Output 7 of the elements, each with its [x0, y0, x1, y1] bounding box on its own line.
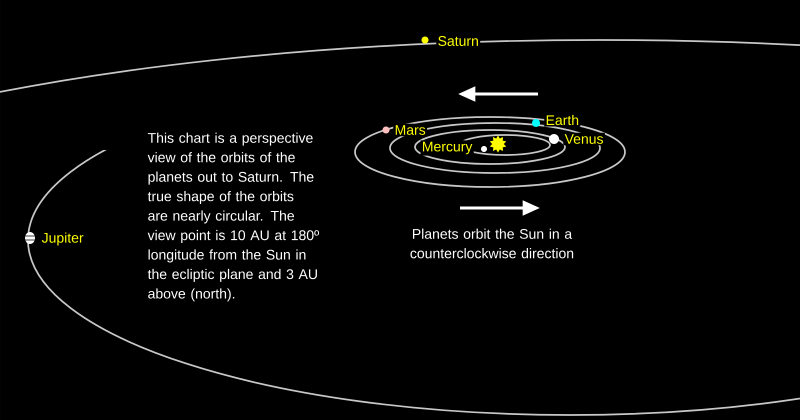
planet-label: Venus	[563, 132, 605, 146]
caption-text: Planets orbit the Sun in a counterclockwise direction	[410, 228, 574, 258]
planet-label: Jupiter	[40, 231, 85, 247]
planet-label: Mercury	[420, 140, 474, 156]
planet-label: Earth	[544, 114, 580, 126]
planet-label: Saturn	[436, 34, 480, 48]
note-text: This chart is a perspective view of the orbits of the planets out to Saturn. The true shape of the orbits are nearly circular. The view point is 10 AU at 180º longitude from the Sun in the ecliptic plane and 3 AU above (north).	[148, 132, 320, 302]
